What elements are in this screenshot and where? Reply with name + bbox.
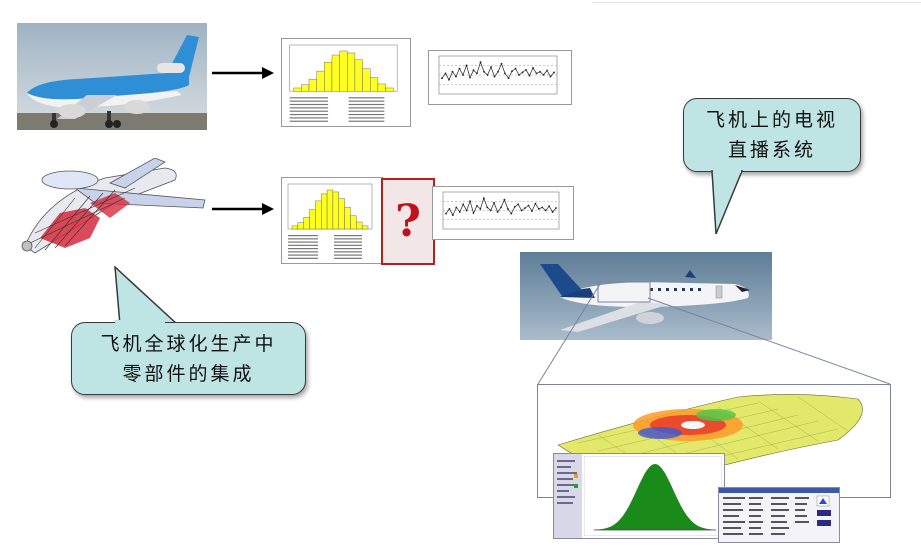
callout-tv-pointer (711, 170, 744, 235)
callout-tv-line1: 飞机上的电视 (705, 109, 838, 131)
histogram-bar (316, 70, 325, 92)
histogram-bar (339, 50, 348, 92)
question-mark-box: ? (381, 178, 435, 265)
histogram-bar (309, 209, 316, 230)
run-chart-line (445, 197, 557, 216)
histogram-bar (291, 225, 299, 230)
histogram-thumbnail-top (281, 38, 411, 127)
run-chart-thumbnail-top (428, 50, 572, 105)
histogram-bar (321, 193, 328, 230)
airliner-photo-jetblue (520, 252, 772, 340)
callout-global-production: 飞机全球化生产中 零部件的集成 (71, 322, 306, 395)
histogram-bar (354, 59, 363, 92)
arrow-bottom (212, 203, 274, 215)
arrow-top (212, 67, 274, 79)
run-chart-thumbnail-bottom (432, 186, 574, 240)
histogram-bar (362, 68, 371, 92)
callout-production-pointer (114, 266, 180, 326)
histogram-bar (331, 54, 340, 92)
histogram-bar (324, 62, 333, 92)
histogram-bar (308, 78, 317, 92)
callout-tv-line2: 直播系统 (727, 139, 816, 161)
histogram-bar (344, 206, 351, 230)
bell-curve-plot (584, 456, 722, 536)
callout-pointer-join (115, 320, 165, 324)
top-right-divider (592, 2, 921, 3)
histogram-bar (385, 87, 394, 92)
cutaway-airplane-model (21, 158, 206, 254)
histogram-bar (370, 77, 379, 92)
run-chart-line (441, 61, 555, 81)
histogram-bar (303, 217, 310, 230)
bell-curve-area (594, 464, 716, 530)
callout-production-line2: 零部件的集成 (122, 363, 255, 385)
histogram-bar (356, 221, 363, 230)
histogram-bar (326, 189, 334, 230)
callout-tv-system: 飞机上的电视 直播系统 (683, 98, 861, 172)
histogram-bar (293, 87, 302, 92)
histogram-bar (350, 215, 357, 230)
airliner-photo-klm (17, 23, 207, 130)
histogram-thumbnail-bottom (281, 177, 383, 264)
histogram-bar (338, 198, 345, 230)
zoom-lines (537, 281, 891, 385)
histogram-bar (315, 200, 322, 230)
histogram-bar (347, 52, 356, 92)
bell-curve-window (553, 453, 725, 539)
histogram-bar (297, 222, 304, 230)
question-mark: ? (395, 196, 421, 247)
histogram-bar (301, 84, 310, 92)
stats-panel-window (718, 487, 840, 543)
histogram-bar (361, 225, 369, 230)
bell-window-sidebar (554, 454, 582, 538)
callout-production-line1: 飞机全球化生产中 (100, 333, 277, 355)
histogram-bar (377, 83, 386, 92)
histogram-bar (332, 191, 339, 230)
